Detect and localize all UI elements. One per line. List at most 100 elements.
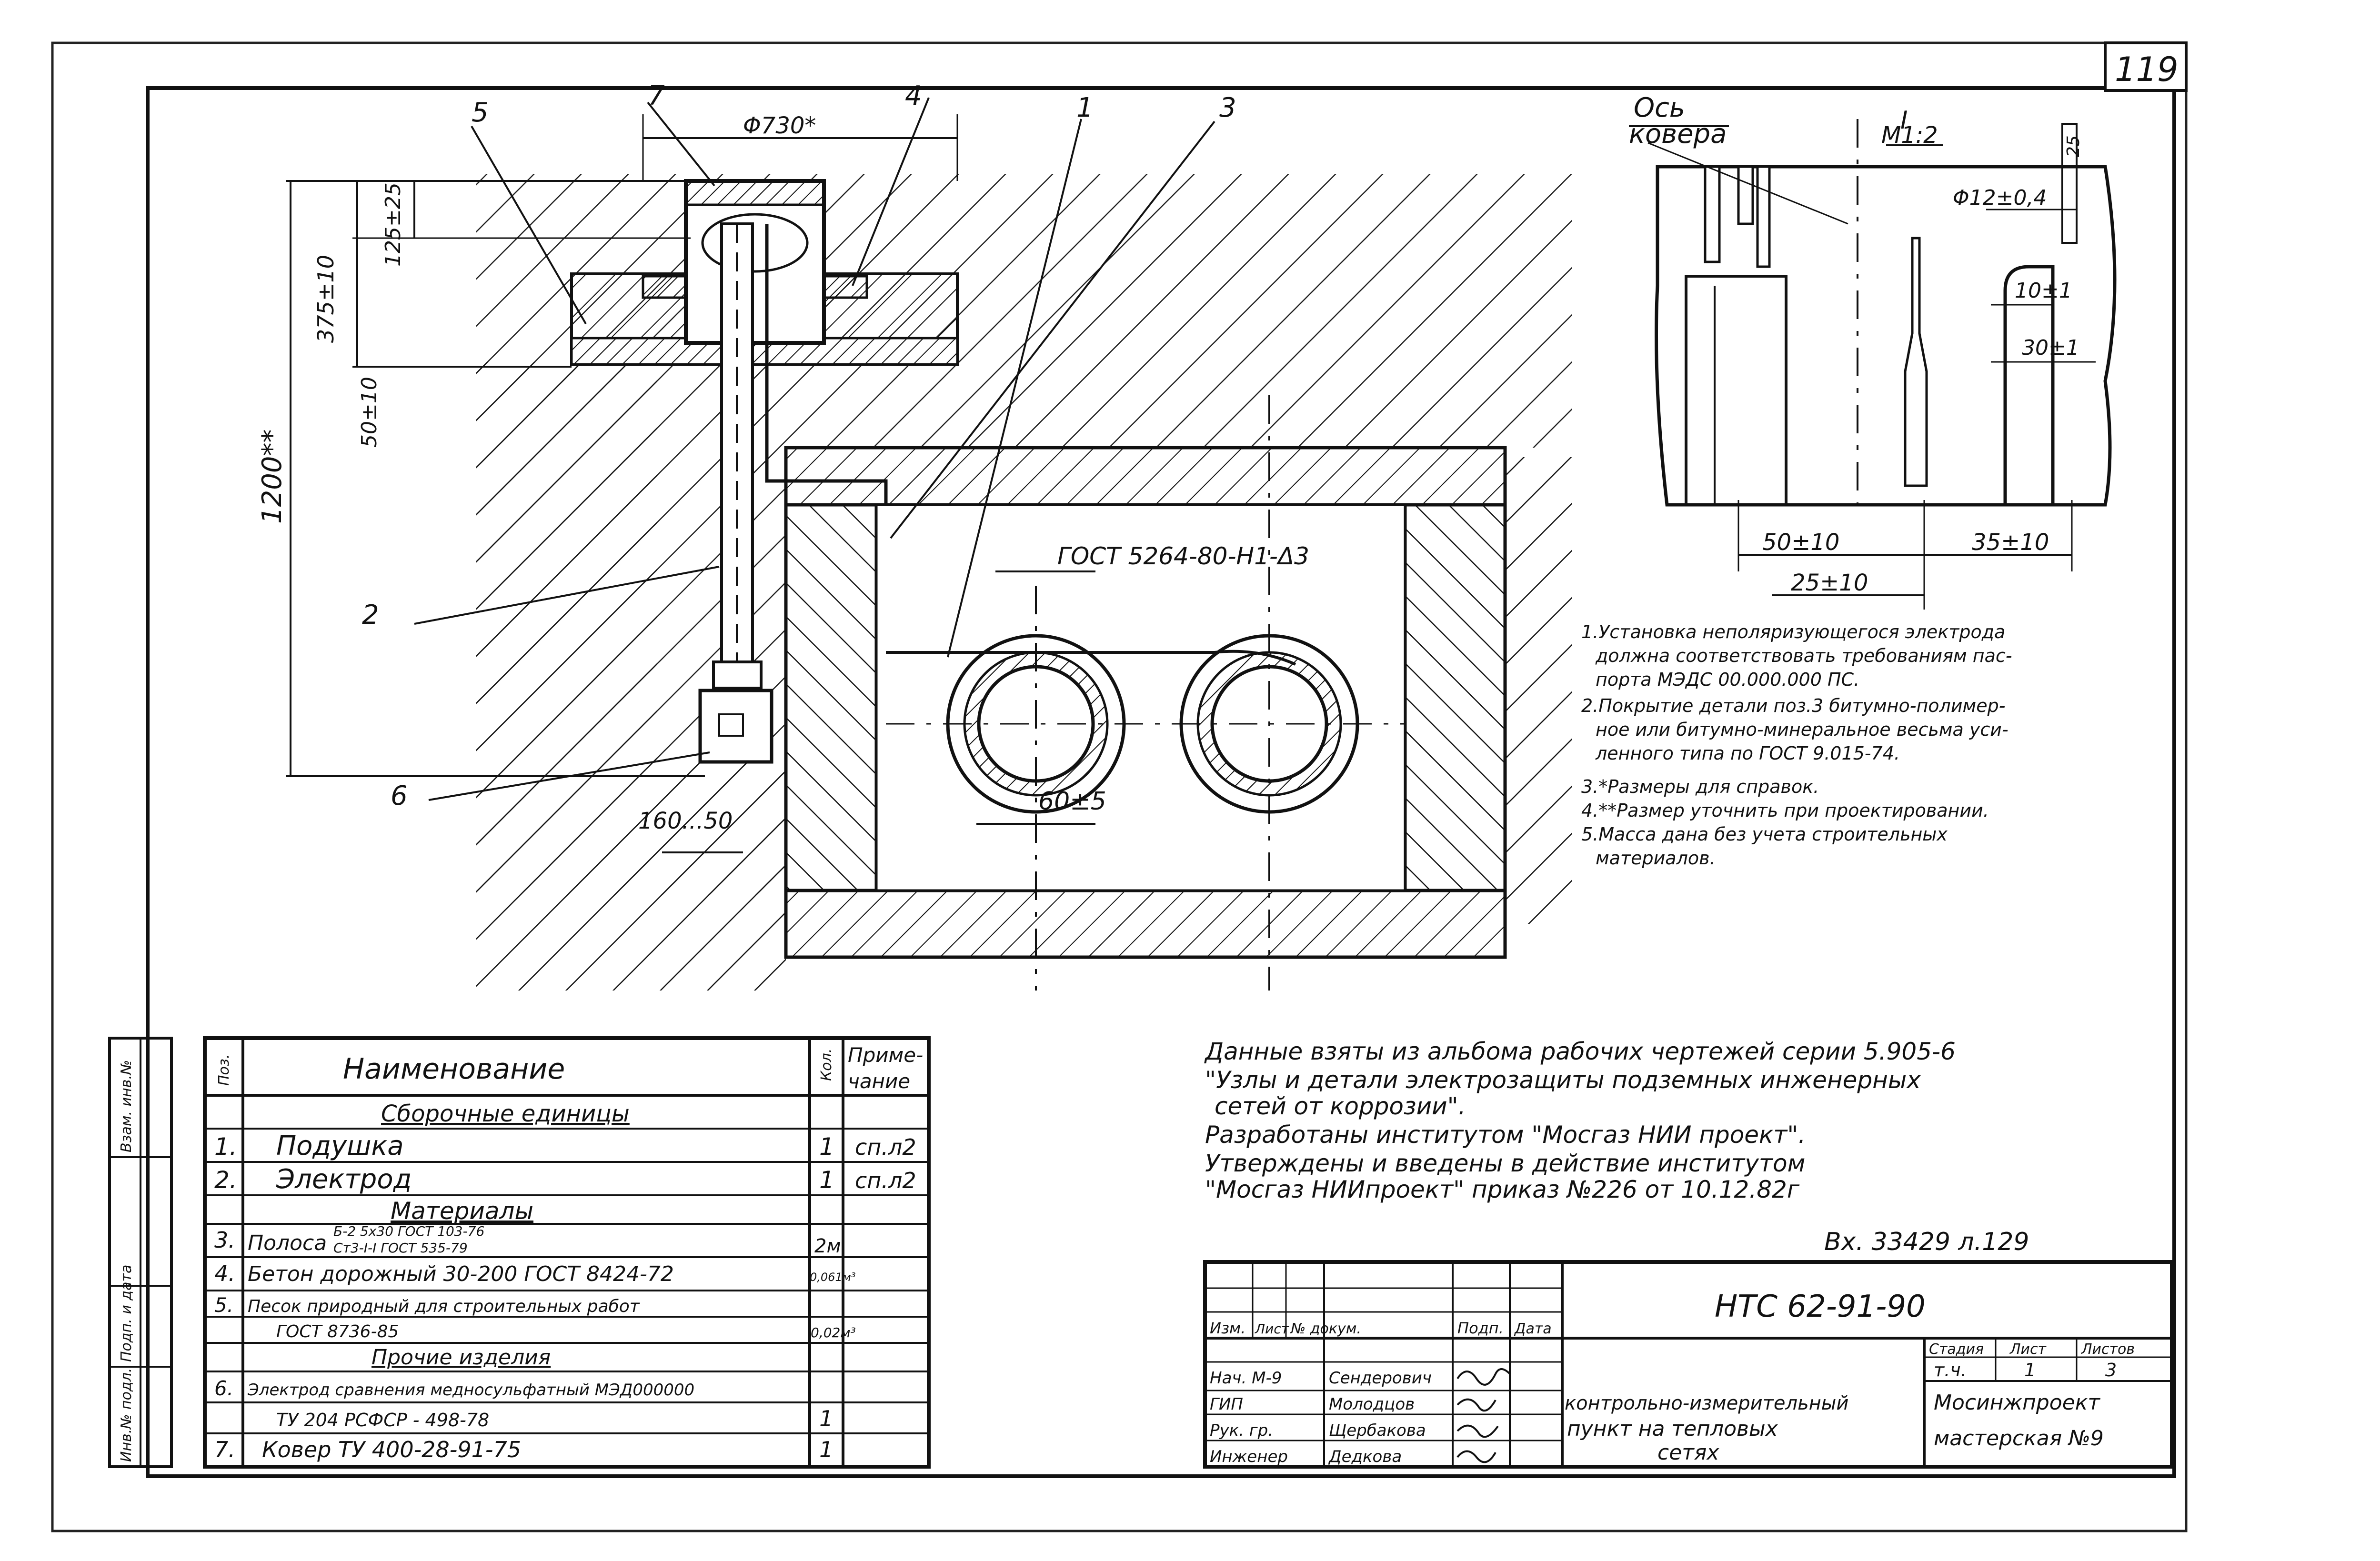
spec-pos: 1. [214, 1133, 237, 1161]
callout-5: 5 [472, 97, 489, 128]
tb-title-line: контрольно-измерительный [1565, 1392, 1848, 1414]
detail-dim-phi12: Φ12±0,4 [1953, 186, 2047, 210]
spec-qty: 1 [819, 1133, 834, 1161]
spec-name: Полоса [248, 1231, 327, 1255]
spec-name: Электрод сравнения медносульфатный МЭД00… [247, 1381, 694, 1400]
note-line: 2.Покрытие детали поз.3 битумно-полимер- [1581, 695, 2005, 716]
callout-6: 6 [391, 780, 408, 811]
spec-section: Сборочные единицы [381, 1101, 630, 1127]
spec-pos: 7. [214, 1437, 235, 1462]
spec-pos: 4. [214, 1261, 235, 1286]
tb-name: Молодцов [1329, 1395, 1415, 1414]
source-line: "Узлы и детали электрозащиты подземных и… [1205, 1066, 1921, 1094]
tb-sheets: 3 [2105, 1360, 2117, 1381]
tb-col-header: № докум. [1290, 1321, 1361, 1337]
tb-role: Рук. гр. [1210, 1421, 1273, 1440]
title-block-grid [1203, 1260, 2174, 1469]
dim-125: 125±25 [381, 182, 405, 267]
spec-name: Ковер ТУ 400-28-91-75 [262, 1437, 521, 1462]
spec-qty: 0,02м³ [811, 1325, 856, 1341]
source-line: Утверждены и введены в действие институт… [1205, 1150, 1805, 1177]
spec-name: ГОСТ 8736-85 [276, 1322, 399, 1341]
soil-lower-left [476, 762, 786, 991]
detail-dim-top: 25 [2064, 135, 2083, 157]
inventory-stamp: Вх. 33429 л.129 [1824, 1228, 2029, 1256]
spec-header-qty: Кол. [818, 1049, 835, 1081]
dim-160: 160...50 [638, 808, 733, 834]
note-line: порта МЭДС 00.000.000 ПС. [1596, 669, 1859, 690]
spec-name: Песок природный для строительных работ [248, 1297, 640, 1316]
dim-1200: 1200** [257, 429, 288, 524]
note-line: 5.Масса дана без учета строительных [1581, 824, 1948, 845]
spec-sub: Б-2 5х30 ГОСТ 103-76 [333, 1223, 484, 1239]
inner-frame [146, 86, 2176, 1478]
side-strip-label: Инв.№ подл. [118, 1368, 135, 1462]
detail-dim-30: 30±1 [2022, 336, 2079, 360]
document-code: НТС 62-91-90 [1715, 1289, 1926, 1324]
note-line: ленного типа по ГОСТ 9.015-74. [1595, 743, 1900, 764]
spec-qty: 2м [814, 1235, 841, 1257]
chamber-roof [784, 446, 1507, 507]
spec-section: Материалы [391, 1197, 533, 1225]
spec-qty: 1 [819, 1437, 833, 1462]
source-line: Данные взяты из альбома рабочих чертежей… [1204, 1038, 1956, 1065]
tb-role: ГИП [1210, 1395, 1243, 1414]
dim-50: 50±10 [357, 377, 382, 448]
signature-scribble [1456, 1424, 1499, 1438]
spec-pos: 6. [214, 1377, 233, 1400]
signature-scribble [1456, 1398, 1496, 1412]
callout-7: 7 [648, 80, 665, 111]
tb-role: Инженер [1210, 1447, 1288, 1466]
detail-dim-10: 10±1 [2015, 279, 2072, 303]
spec-qty: 1 [819, 1406, 833, 1431]
dim-phi730: Φ730* [743, 112, 816, 139]
note-line: 4.**Размер уточнить при проектировании. [1581, 800, 1989, 821]
tb-stage: т.ч. [1934, 1360, 1967, 1381]
callout-1: 1 [1076, 92, 1094, 123]
note-line: ное или битумно-минеральное весьма уси- [1596, 719, 2008, 740]
spec-name: ТУ 204 РСФСР - 498-78 [276, 1410, 489, 1431]
tb-col-header: Изм. [1210, 1319, 1245, 1337]
side-strip [108, 1037, 173, 1468]
side-strip-label: Взам. инв.№ [118, 1060, 135, 1152]
spec-pos: 5. [214, 1293, 233, 1317]
detail-scale: М1:2 [1881, 122, 1938, 149]
spec-header-note-2: чание [848, 1070, 910, 1093]
tb-col-header: Лист [1255, 1321, 1289, 1337]
callout-4: 4 [905, 80, 922, 111]
spec-sub: Ст3-I-I ГОСТ 535-79 [333, 1240, 468, 1256]
note-line: материалов. [1596, 848, 1716, 869]
dim-375: 375±10 [313, 255, 339, 343]
signature-scribble [1456, 1368, 1511, 1386]
tb-stage-label: Стадия [1929, 1341, 1984, 1358]
outer-frame [51, 41, 2188, 1532]
tb-workshop: мастерская №9 [1934, 1426, 2104, 1451]
spec-header-name: Наименование [343, 1052, 565, 1086]
tb-org: Мосинжпроект [1934, 1391, 2100, 1415]
tb-col-header: Подп. [1457, 1319, 1504, 1337]
source-line: "Мосгаз НИИпроект" приказ №226 от 10.12.… [1205, 1176, 1800, 1203]
detail-outline [1655, 165, 2117, 507]
spec-header-pos: Поз. [216, 1054, 232, 1086]
spec-name: Подушка [276, 1131, 404, 1161]
spec-pos: 2. [214, 1166, 237, 1194]
callout-3: 3 [1219, 92, 1236, 123]
source-line: сетей от коррозии". [1215, 1092, 1466, 1120]
spec-table-grid [203, 1036, 931, 1469]
tb-sheet-label: Лист [2009, 1341, 2047, 1358]
soil-right [1505, 457, 1572, 924]
notes-block: 1.Установка неполяризующегося электрода … [1581, 621, 2012, 869]
detail-dim-50: 50±10 [1762, 529, 1839, 556]
spec-name: Бетон дорожный 30-200 ГОСТ 8424-72 [248, 1262, 674, 1286]
dim-60: 60±5 [1038, 787, 1106, 816]
sheet-corner-number: 119 [2115, 50, 2179, 89]
spec-pos: 3. [214, 1227, 235, 1253]
source-line: Разработаны институтом "Мосгаз НИИ проек… [1205, 1121, 1806, 1149]
tb-role: Нач. М-9 [1210, 1369, 1282, 1388]
spec-note: сп.л2 [855, 1168, 916, 1193]
chamber-wall-left [784, 503, 878, 892]
tb-name: Сендерович [1329, 1369, 1432, 1388]
detail-axis-1: Ось [1634, 92, 1685, 123]
detail-dim-25: 25±10 [1791, 570, 1868, 596]
